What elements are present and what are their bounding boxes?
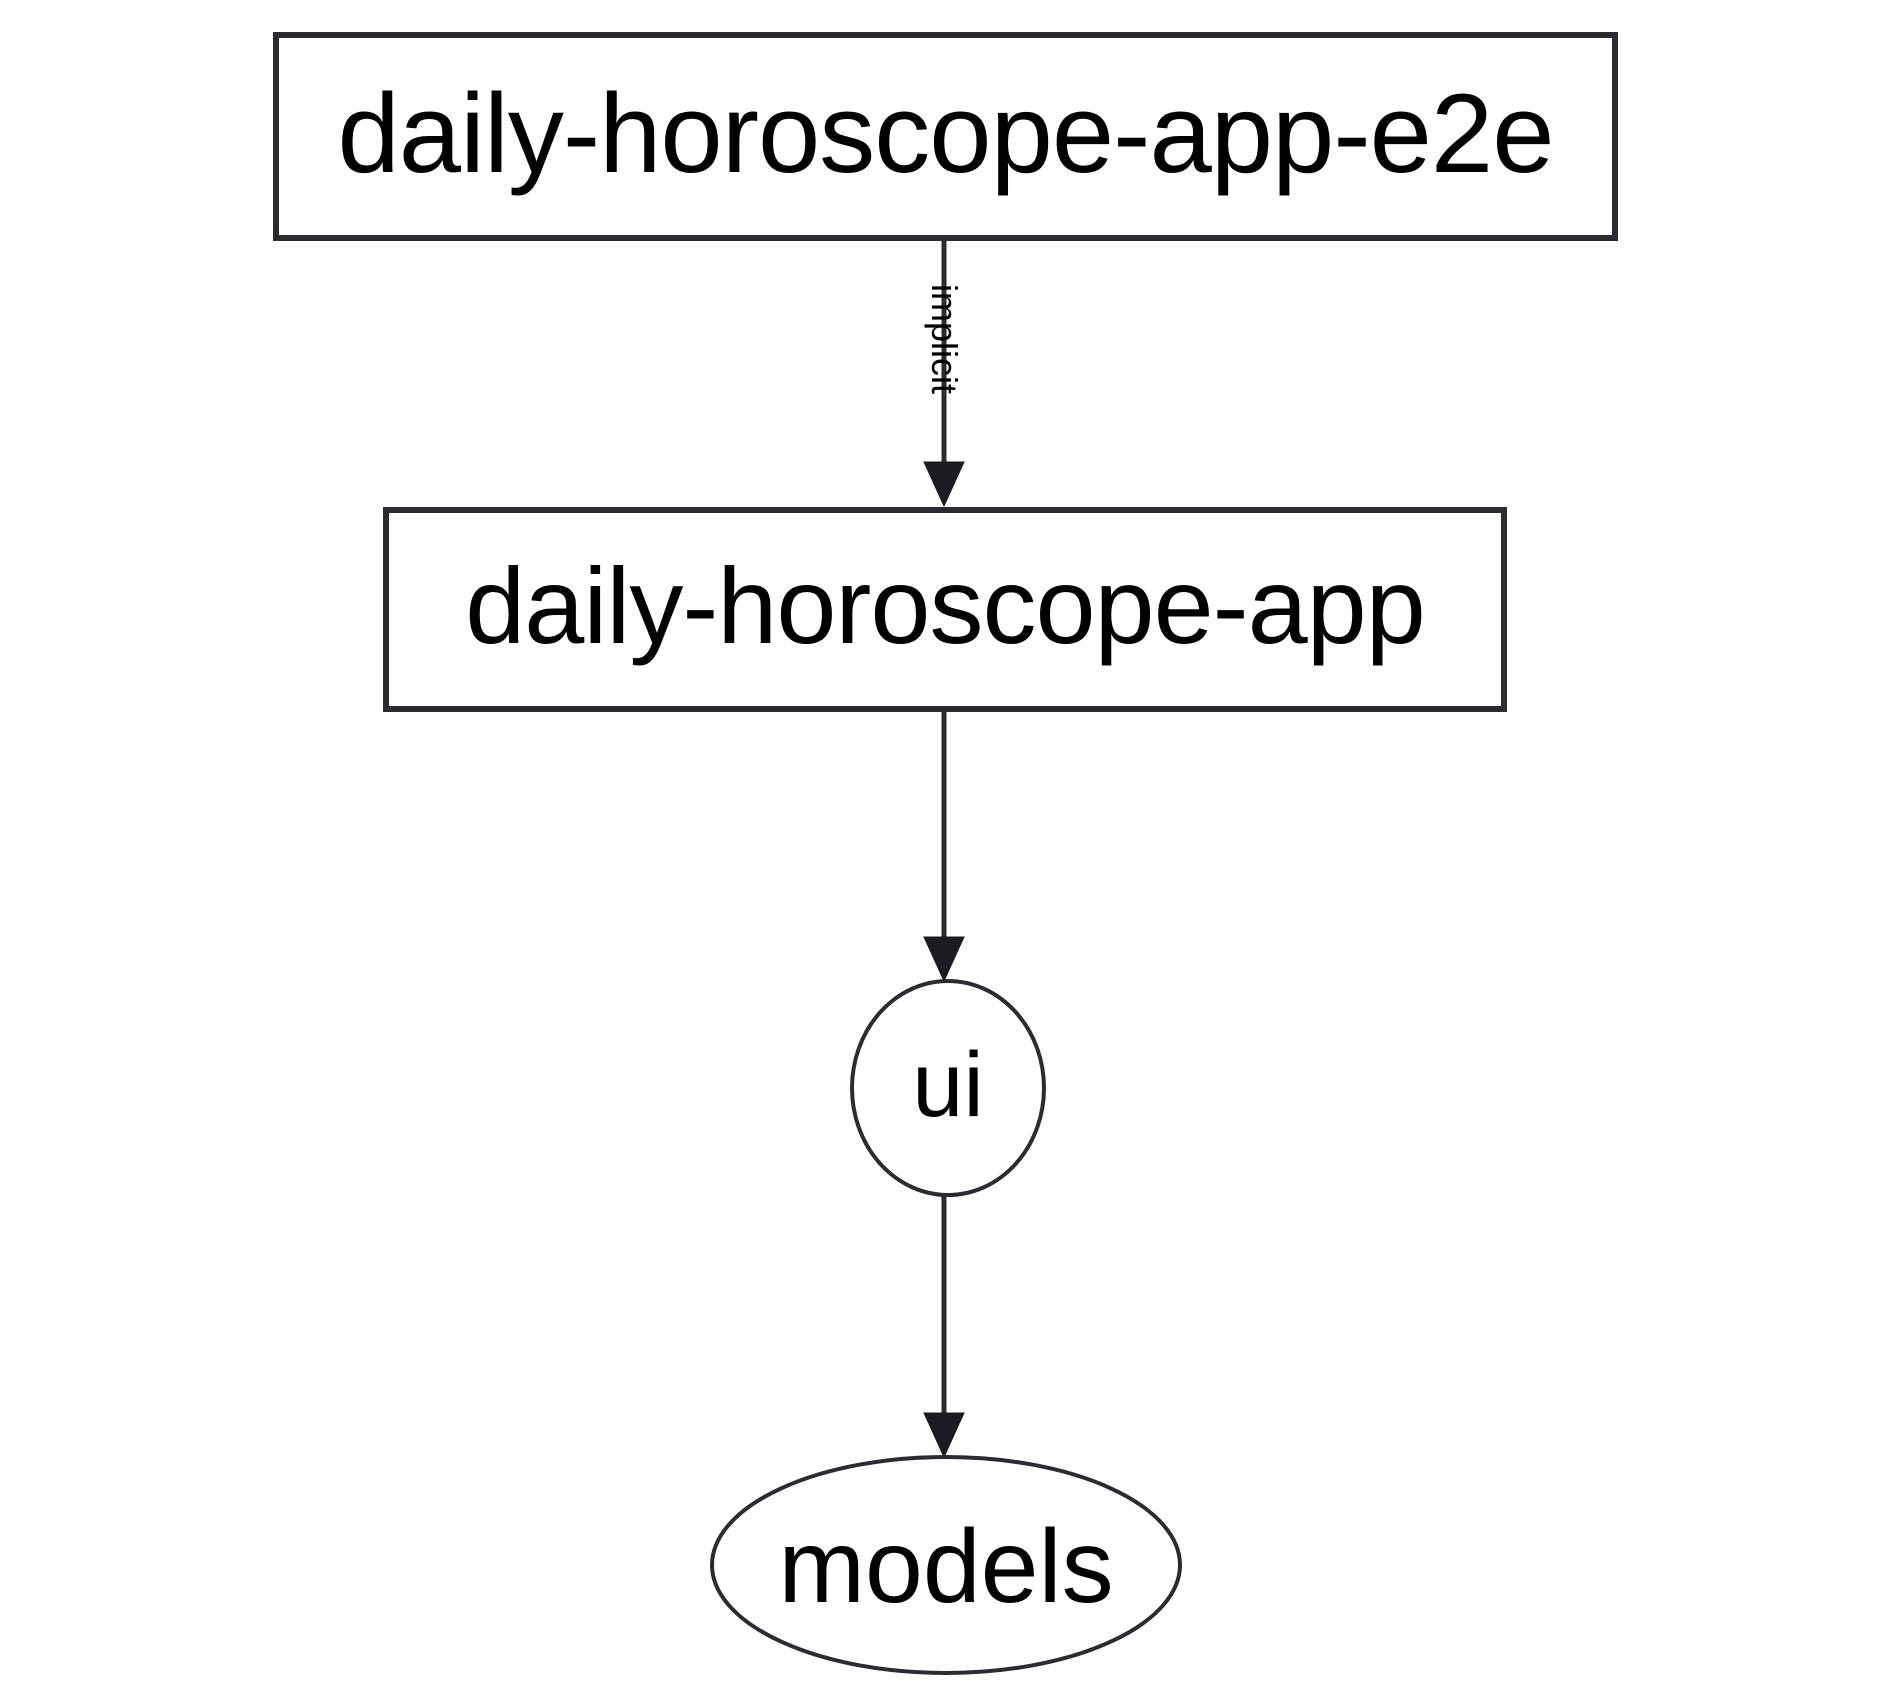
node-label-ui: ui (912, 1034, 984, 1136)
node-shape-ui[interactable] (850, 979, 1046, 1197)
node-label-daily-horoscope-app-e2e: daily-horoscope-app-e2e (337, 71, 1555, 196)
edge-arrowhead-e2e-to-app (923, 461, 965, 508)
edge-label-implicit: implicit (924, 284, 965, 395)
edge-arrowhead-ui-to-models (923, 1412, 965, 1459)
edge-arrowhead-app-to-ui (923, 936, 965, 983)
node-label-models: models (778, 1509, 1114, 1625)
node-shape-daily-horoscope-app-e2e[interactable] (273, 32, 1618, 241)
node-label-daily-horoscope-app: daily-horoscope-app (465, 545, 1426, 666)
node-shape-models[interactable] (710, 1455, 1182, 1675)
node-shape-daily-horoscope-app[interactable] (383, 507, 1507, 712)
